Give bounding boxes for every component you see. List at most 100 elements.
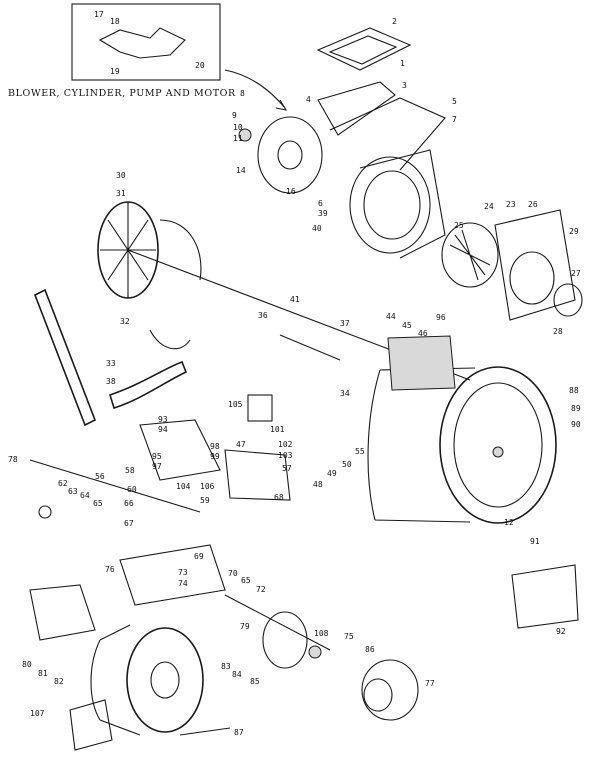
- callout-97: 97: [152, 462, 162, 471]
- rod-9: [29, 459, 201, 513]
- callout-86: 86: [365, 645, 375, 654]
- callout-4: 4: [306, 95, 311, 104]
- callout-107: 107: [30, 709, 45, 718]
- ring-27: [553, 283, 583, 317]
- callout-2: 2: [392, 17, 397, 26]
- belt-32: [149, 329, 191, 350]
- callout-89: 89: [571, 404, 581, 413]
- callout-19: 19: [110, 67, 120, 76]
- callout-9: 9: [232, 111, 237, 120]
- callout-17: 17: [94, 10, 104, 19]
- callout-91: 91: [530, 537, 540, 546]
- callout-94: 94: [158, 425, 168, 434]
- callout-8: 8: [240, 89, 245, 98]
- callout-5: 5: [452, 97, 457, 106]
- callout-60: 60: [127, 485, 137, 494]
- inset-part: [98, 27, 186, 59]
- callout-70: 70: [228, 569, 238, 578]
- callout-18: 18: [110, 17, 120, 26]
- callout-40: 40: [312, 224, 322, 233]
- callout-45: 45: [402, 321, 412, 330]
- callout-46: 46: [418, 329, 428, 338]
- callout-98: 98: [210, 442, 220, 451]
- callout-67: 67: [124, 519, 134, 528]
- callout-95: 95: [152, 452, 162, 461]
- part-62: [38, 505, 52, 519]
- callout-63: 63: [68, 487, 78, 496]
- callout-26: 26: [528, 200, 538, 209]
- pump-inner: [363, 678, 393, 712]
- box-91: [511, 564, 579, 629]
- callout-24: 24: [484, 202, 494, 211]
- callout-103: 103: [278, 451, 293, 460]
- callout-41: 41: [290, 295, 300, 304]
- shaft-41: [279, 334, 341, 361]
- callout-10: 10: [233, 123, 243, 132]
- end-plate-hub: [277, 140, 303, 170]
- callout-36: 36: [258, 311, 268, 320]
- callout-58: 58: [125, 466, 135, 475]
- callout-25: 25: [454, 221, 464, 230]
- callout-1: 1: [400, 59, 405, 68]
- cylinder-inner: [453, 382, 543, 508]
- callout-14: 14: [236, 166, 246, 175]
- part-10: [238, 128, 252, 142]
- motor-hub: [150, 661, 180, 699]
- callout-56: 56: [95, 472, 105, 481]
- callout-31: 31: [116, 189, 126, 198]
- belt-33: [33, 288, 97, 427]
- switch-105: [247, 394, 273, 422]
- callout-88: 88: [569, 386, 579, 395]
- callout-105: 105: [228, 400, 243, 409]
- pump-body: [262, 611, 308, 669]
- callout-78b: 78: [8, 455, 18, 464]
- callout-78: 76: [105, 565, 115, 574]
- callout-108: 108: [314, 629, 329, 638]
- end-plate: [257, 116, 323, 194]
- shaft-lower: [224, 594, 331, 651]
- part-80: [29, 584, 96, 641]
- cylinder-body: [367, 367, 476, 523]
- inset-arrowhead: [275, 99, 288, 111]
- bracket-93: [139, 419, 221, 481]
- valve-assembly-69: [119, 544, 226, 606]
- callout-38: 38: [106, 377, 116, 386]
- callout-101: 101: [270, 425, 285, 434]
- callout-65: 65: [93, 499, 103, 508]
- callout-48: 48: [313, 480, 323, 489]
- callout-55: 55: [355, 447, 365, 456]
- cylinder-front: [439, 366, 557, 524]
- callout-23: 23: [506, 200, 516, 209]
- callout-65b: 65: [241, 576, 251, 585]
- blower-housing-top: [317, 81, 396, 136]
- blower-housing-inner: [363, 170, 421, 240]
- callout-11: 11: [233, 134, 243, 143]
- plate-107: [69, 699, 113, 751]
- callout-82: 82: [54, 677, 64, 686]
- cylinder-center: [492, 446, 504, 458]
- callout-93: 93: [158, 415, 168, 424]
- motor-44: [387, 335, 456, 391]
- callout-59: 59: [200, 496, 210, 505]
- callout-72: 72: [256, 585, 266, 594]
- callout-57: 57: [282, 464, 292, 473]
- callout-84: 84: [232, 670, 242, 679]
- callout-69: 69: [194, 552, 204, 561]
- callout-77: 77: [425, 679, 435, 688]
- callout-66: 66: [124, 499, 134, 508]
- callout-7: 7: [452, 115, 457, 124]
- inset-arrow: [224, 69, 286, 109]
- callout-47: 47: [236, 440, 246, 449]
- part-108: [308, 645, 322, 659]
- callout-27: 27: [571, 269, 581, 278]
- blower-wheel: [441, 222, 499, 288]
- callout-74: 74: [178, 579, 188, 588]
- callout-75: 75: [344, 632, 354, 641]
- callout-39: 39: [318, 209, 328, 218]
- callout-96: 96: [436, 313, 446, 322]
- callout-3: 3: [402, 81, 407, 90]
- callout-92: 92: [556, 627, 566, 636]
- callout-106: 106: [200, 482, 215, 491]
